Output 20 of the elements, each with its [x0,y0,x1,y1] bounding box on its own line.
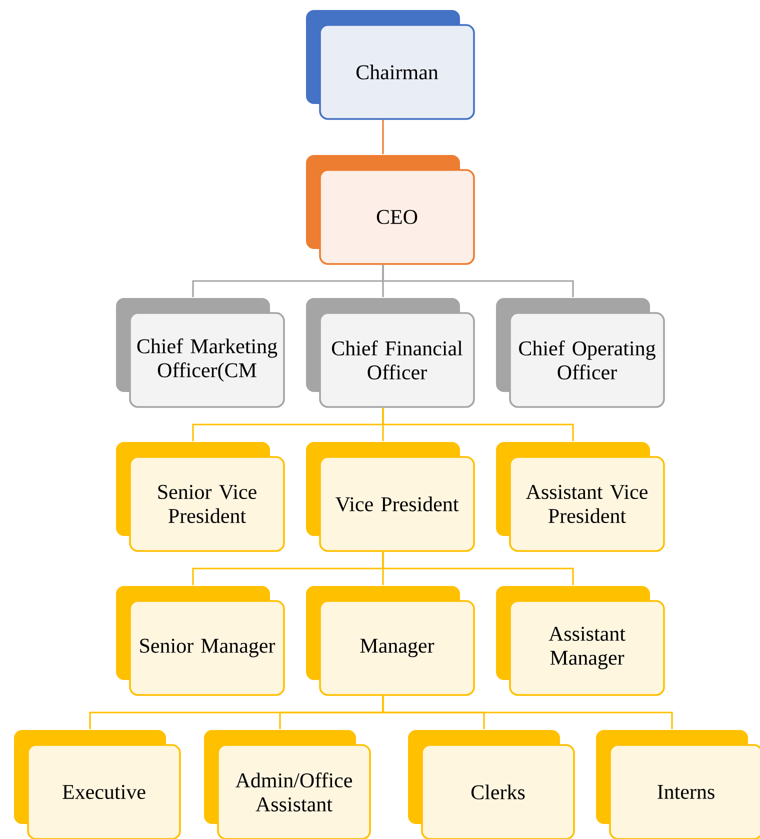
position-box: Manager [306,586,475,696]
position-box: Vice President [306,442,475,552]
connector-line [382,696,673,730]
position-box: Assistant Manager [496,586,665,696]
position-box: Senior Vice President [116,442,285,552]
position-box: Chief Financial Officer [306,298,475,408]
connector-line [382,552,574,586]
connector-line [382,408,574,442]
position-box: Interns [596,730,760,839]
position-box: Senior Manager [116,586,285,696]
position-box: Executive [14,730,181,839]
connector-line [382,264,574,298]
position-box: Clerks [408,730,575,839]
position-box: Chief Operating Officer [496,298,665,408]
connector-line [382,120,384,154]
position-box: Chief Marketing Officer(CM [116,298,285,408]
position-box: Chairman [306,10,475,120]
position-box: Assistant Vice President [496,442,665,552]
position-box: CEO [306,155,475,265]
position-box: Admin/Office Assistant [204,730,371,839]
